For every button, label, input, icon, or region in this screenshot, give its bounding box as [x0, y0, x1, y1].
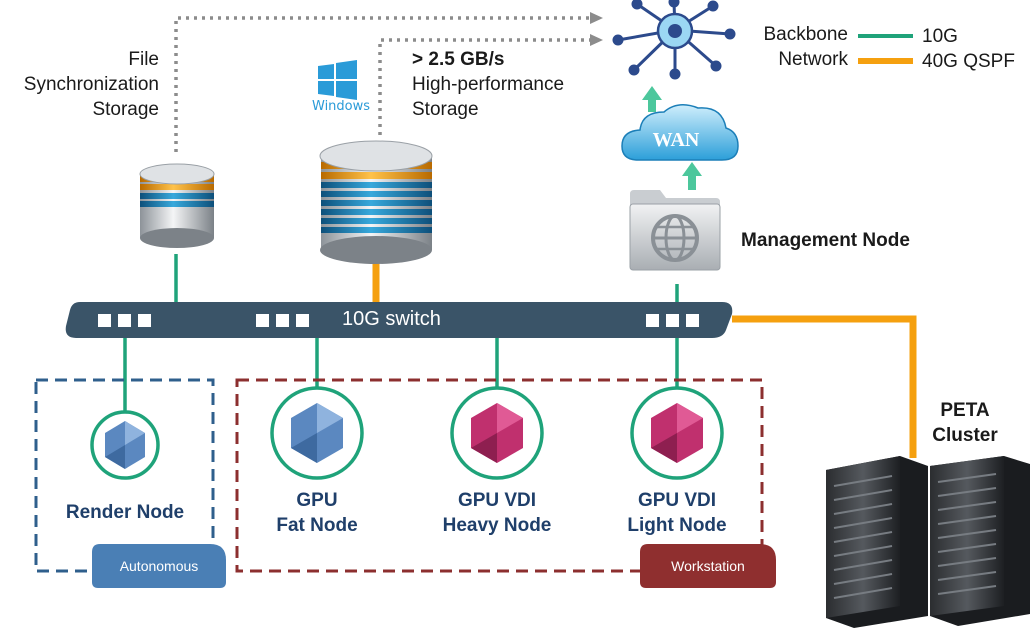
label-line: Synchronization	[23, 74, 159, 95]
legend-10g-label: 10G	[922, 26, 958, 47]
gpu-vdi-light-node-icon	[630, 386, 724, 480]
autonomous-badge-label: Autonomous	[119, 558, 199, 574]
gpu-vdi-light-node-label: GPU VDI Light Node	[597, 488, 757, 538]
wan-cloud-icon	[621, 104, 739, 161]
management-node-label: Management Node	[741, 230, 910, 251]
label-line: Storage	[92, 99, 159, 120]
workstation-badge-label: Workstation	[671, 558, 745, 574]
label-line: Cluster	[932, 425, 998, 446]
green-10g-links	[123, 254, 679, 412]
gpu-fat-node-label: GPU Fat Node	[247, 488, 387, 538]
render-node-label: Render Node	[65, 502, 185, 523]
polyhedron-facet	[125, 421, 145, 445]
label-line: Backbone	[763, 24, 848, 45]
arrow-head	[590, 12, 603, 24]
label-line: PETA	[940, 400, 990, 421]
switch-label: 10G switch	[342, 308, 441, 330]
legend-40g-label: 40G QSPF	[922, 51, 1015, 72]
windows-text: Windows	[312, 99, 371, 114]
orange-cluster-link	[732, 315, 917, 458]
legend-title: Backbone Network	[740, 22, 848, 72]
polyhedron-facet	[677, 403, 703, 433]
wan-label: WAN	[652, 129, 700, 151]
hp-storage-label: > 2.5 GB/s High-performance Storage	[412, 47, 564, 122]
switch-10g	[65, 302, 733, 338]
polyhedron-facet	[471, 433, 497, 463]
dotted-backbone-links	[174, 16, 590, 152]
up-arrow-icon	[682, 162, 702, 190]
polyhedron-facet	[497, 403, 523, 433]
label-line: Heavy Node	[442, 515, 552, 536]
workstation-badge	[640, 544, 776, 588]
polyhedron-facet	[105, 445, 125, 469]
label-line: GPU VDI	[637, 490, 717, 511]
server-rack-icon	[826, 456, 1030, 628]
gpu-fat-node-icon	[270, 386, 364, 480]
render-node-icon	[90, 410, 160, 480]
label-line: Storage	[412, 99, 479, 120]
up-arrow-icon	[642, 86, 662, 112]
label-line: Light Node	[627, 515, 727, 536]
gpu-vdi-heavy-node-label: GPU VDI Heavy Node	[417, 488, 577, 538]
gpu-vdi-heavy-node-icon	[450, 386, 544, 480]
label-line: High-performance	[412, 74, 565, 95]
speed-label: > 2.5 GB/s	[412, 49, 505, 70]
database-icon	[139, 163, 215, 248]
label-line: Fat Node	[276, 515, 358, 536]
network-hub-icon	[612, 0, 736, 80]
label-line: File	[128, 49, 159, 70]
label-line: GPU VDI	[457, 490, 537, 511]
polyhedron-facet	[651, 433, 677, 463]
peta-cluster-label: PETA Cluster	[915, 398, 1015, 448]
polyhedron-facet	[291, 433, 317, 463]
label-line: GPU	[296, 490, 338, 511]
polyhedron-facet	[317, 403, 343, 433]
database-icon	[319, 140, 433, 264]
arrow-head	[590, 34, 603, 46]
autonomous-badge	[92, 544, 226, 588]
label-line: Network	[778, 49, 848, 70]
folder-globe-icon	[629, 190, 721, 271]
windows-logo-icon	[318, 60, 357, 100]
workstation-group-box	[235, 378, 764, 573]
file-sync-storage-label: File Synchronization Storage	[0, 47, 159, 122]
